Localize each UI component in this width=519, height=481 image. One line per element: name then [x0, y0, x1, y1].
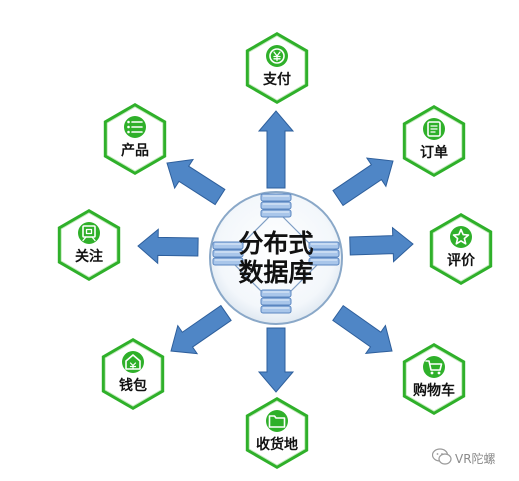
node-address-label: 收货地 — [256, 436, 298, 453]
node-review-icon-badge — [450, 226, 472, 248]
watermark-text: VR陀螺 — [455, 452, 496, 466]
yen-coin-icon — [269, 48, 285, 64]
node-wallet: 钱包 — [101, 338, 165, 410]
node-product-inner-hexagon — [106, 106, 164, 172]
arrow-to-product — [166, 158, 226, 206]
node-wallet-label: 钱包 — [119, 377, 147, 394]
node-order-inner-hexagon — [405, 108, 463, 174]
arrow-to-review — [349, 226, 414, 263]
node-order: 订单 — [402, 105, 466, 177]
list-icon — [127, 120, 143, 134]
bell-icon — [82, 225, 96, 242]
document-icon — [427, 121, 441, 137]
arrow-to-wallet — [170, 304, 232, 355]
node-review: 评价 — [429, 213, 493, 285]
arrow-to-address — [257, 327, 295, 393]
hub-title-line1: 分布式 — [238, 229, 313, 258]
node-review-label: 评价 — [447, 253, 476, 269]
node-pay-inner-hexagon — [248, 35, 306, 101]
node-product-label: 产品 — [121, 142, 149, 159]
database-stack-top — [260, 193, 292, 218]
shopping-cart-icon — [425, 360, 443, 375]
node-address-inner-hexagon — [248, 400, 306, 466]
arrow-to-pay — [257, 110, 295, 189]
hub-title-line2: 数据库 — [238, 258, 313, 287]
node-cart-label: 购物车 — [413, 382, 455, 399]
wallet-icon — [125, 354, 141, 370]
node-follow-inner-hexagon — [60, 212, 118, 278]
database-stacks — [212, 193, 340, 314]
node-review-inner-hexagon — [432, 216, 490, 282]
node-cart: 购物车 — [402, 343, 466, 415]
node-cart-inner-hexagon — [405, 346, 463, 412]
node-wallet-icon-badge — [122, 351, 144, 373]
node-follow: 关注 — [57, 209, 121, 281]
node-order-label: 订单 — [420, 144, 448, 161]
wechat-icon — [432, 448, 452, 465]
node-address: 收货地 — [245, 397, 309, 469]
node-follow-label: 关注 — [75, 248, 103, 265]
node-cart-icon-badge — [423, 356, 445, 378]
hub-circle — [209, 191, 343, 325]
folder-icon — [268, 415, 286, 428]
arrows-group — [137, 110, 414, 393]
database-stack-right — [308, 241, 340, 266]
node-product: 产品 — [103, 103, 167, 175]
arrow-to-cart — [332, 304, 393, 354]
star-icon — [452, 228, 470, 245]
node-pay-label: 支付 — [262, 71, 291, 88]
database-stack-bottom — [260, 289, 292, 314]
arrow-to-follow — [137, 228, 199, 265]
database-stack-left — [212, 241, 244, 266]
central-hub: 分布式 数据库 — [209, 191, 343, 325]
node-wallet-inner-hexagon — [104, 341, 162, 407]
arrow-to-order — [332, 157, 394, 207]
node-pay: 支付 — [245, 32, 309, 104]
